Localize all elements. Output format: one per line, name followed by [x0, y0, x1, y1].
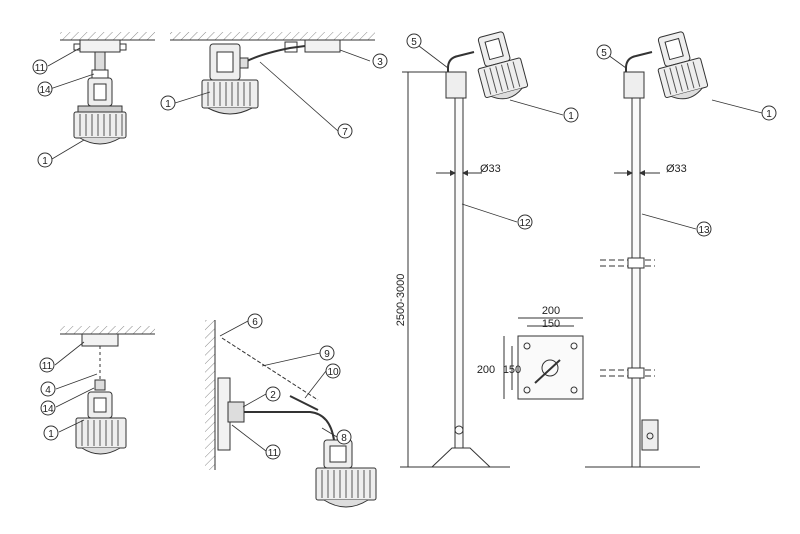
conduit-fitting — [284, 41, 298, 53]
pole-access-hole — [454, 425, 464, 435]
svg-text:4: 4 — [45, 385, 51, 396]
junction-box — [79, 39, 121, 53]
plate-height-outer: 200 — [477, 364, 495, 376]
callout-1-b: 1 — [160, 95, 176, 111]
fitting-right — [119, 43, 127, 51]
dimension-plate: 200 150 200 150 — [477, 305, 583, 399]
bracket-box — [445, 71, 467, 99]
callout-8: 8 — [336, 429, 352, 445]
support-chain — [221, 337, 319, 401]
svg-text:12: 12 — [519, 218, 531, 229]
callout-1-e: 1 — [43, 425, 59, 441]
callout-12: 12 — [517, 214, 533, 230]
dimension-pole-diameter-b: Ø33 — [614, 163, 687, 176]
callout-5-a: 5 — [406, 33, 422, 49]
callout-4: 4 — [40, 381, 56, 397]
plate-height-inner: 150 — [503, 364, 521, 376]
callout-leaders — [47, 45, 763, 452]
svg-text:14: 14 — [39, 85, 51, 96]
view-wall-arm-mount-f — [205, 320, 377, 508]
base-plate-detail — [517, 335, 584, 400]
callout-14-b: 14 — [40, 400, 56, 416]
lamp-body-b — [201, 43, 259, 115]
svg-text:11: 11 — [268, 448, 279, 459]
callout-1-c: 1 — [563, 107, 579, 123]
lamp-body-d — [657, 31, 709, 100]
svg-text:6: 6 — [252, 317, 258, 328]
fitting-left — [73, 43, 81, 51]
svg-text:7: 7 — [342, 127, 348, 138]
pole-terminal-box — [641, 419, 659, 451]
lamp-body-e — [75, 391, 127, 455]
pole-diameter-b-label: Ø33 — [666, 163, 687, 175]
svg-text:13: 13 — [698, 225, 710, 236]
junction-box — [304, 39, 341, 53]
pole-base-flange — [430, 447, 492, 468]
svg-text:3: 3 — [377, 57, 383, 68]
svg-text:10: 10 — [327, 367, 339, 378]
svg-text:1: 1 — [165, 99, 171, 110]
callout-1-a: 1 — [37, 152, 53, 168]
pole-height-label: 2500-3000 — [395, 274, 407, 327]
callout-10: 10 — [325, 363, 341, 379]
svg-text:1: 1 — [42, 156, 48, 167]
view-pole-mount-13 — [585, 31, 709, 468]
dimension-pole-diameter-a: Ø33 — [436, 163, 501, 176]
lamp-body-c — [477, 31, 529, 100]
callout-5-b: 5 — [596, 44, 612, 60]
union-nut — [91, 69, 109, 79]
callout-11-c: 11 — [265, 444, 281, 460]
ceiling-hatch — [60, 32, 155, 40]
ceiling-hatch — [170, 32, 375, 40]
view-pole-mount-12 — [400, 31, 529, 468]
pole-12 — [454, 81, 464, 461]
plate-width-inner: 150 — [542, 318, 560, 330]
dimension-pole-height: 2500-3000 — [395, 71, 452, 468]
svg-text:5: 5 — [601, 48, 607, 59]
lamp-body-a — [73, 77, 127, 145]
svg-text:9: 9 — [324, 349, 330, 360]
pole-13 — [631, 81, 641, 468]
callout-13: 13 — [696, 221, 712, 237]
lamp-body-f — [315, 439, 377, 508]
junction-box — [81, 333, 119, 347]
callout-11-a: 11 — [32, 59, 48, 75]
callout-3: 3 — [372, 53, 388, 69]
svg-text:1: 1 — [48, 429, 54, 440]
callout-1-d: 1 — [761, 105, 777, 121]
pole-socket — [541, 359, 559, 377]
view-ceiling-side-mount-b — [170, 32, 375, 115]
suspension-tube — [94, 51, 106, 71]
bracket-box — [623, 71, 645, 99]
svg-text:14: 14 — [42, 404, 54, 415]
callout-14-a: 14 — [37, 81, 53, 97]
view-ceiling-mount-e — [60, 326, 155, 455]
plate-width-outer: 200 — [542, 305, 560, 317]
svg-text:1: 1 — [568, 111, 574, 122]
callout-9: 9 — [319, 345, 335, 361]
svg-text:1: 1 — [766, 109, 772, 120]
svg-text:5: 5 — [411, 37, 417, 48]
wall-arm — [244, 411, 335, 441]
callout-7: 7 — [337, 123, 353, 139]
svg-text:2: 2 — [270, 390, 276, 401]
svg-text:11: 11 — [35, 63, 46, 74]
callout-6: 6 — [247, 313, 263, 329]
callout-2: 2 — [265, 386, 281, 402]
callout-11-b: 11 — [39, 357, 55, 373]
pole-diameter-a-label: Ø33 — [480, 163, 501, 175]
flex-conduit — [239, 45, 306, 66]
callout-group: 11 14 1 1 7 3 5 1 12 5 1 13 11 4 14 1 6 … — [32, 33, 777, 460]
svg-text:11: 11 — [42, 361, 53, 372]
svg-text:8: 8 — [341, 433, 347, 444]
view-ceiling-mount-a — [60, 32, 155, 145]
turnbuckle — [289, 395, 319, 411]
